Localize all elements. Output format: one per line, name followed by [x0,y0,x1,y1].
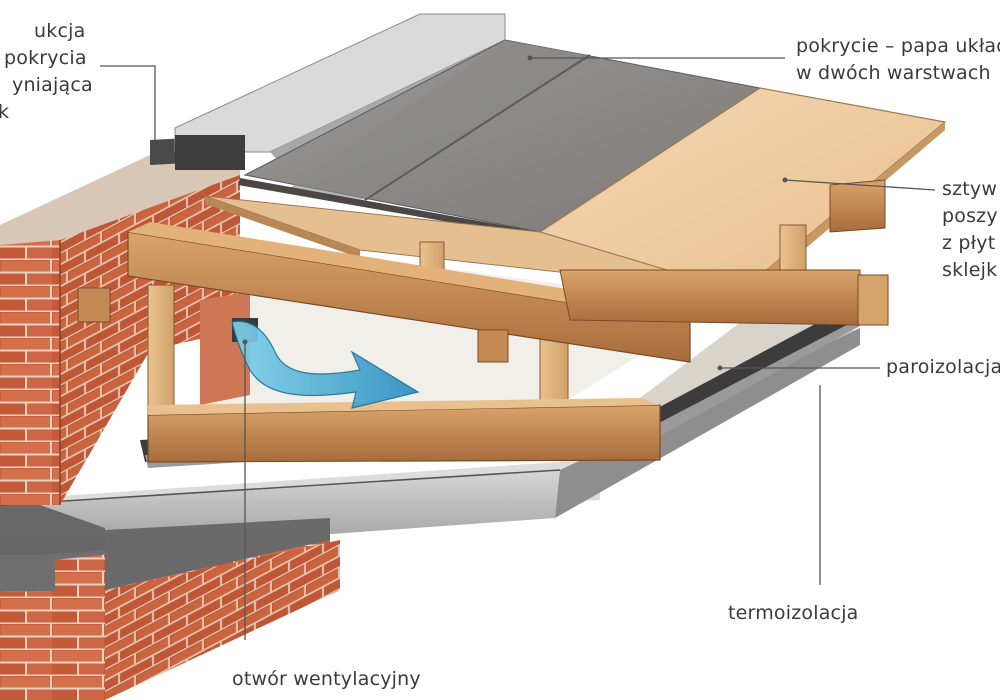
label-left-block-line-1: ukcja [34,20,86,42]
label-sheathing-line-2: poszy [942,205,998,227]
lower-brick-wall [0,518,340,700]
label-sheathing-line-1: sztyw [942,178,998,200]
roofing-felt [238,39,762,238]
label-sheathing-line-3: z płyt [942,232,996,254]
label-left-block-line-3: yniająca [12,74,93,96]
rafter-back [559,269,861,326]
label-left-block: ukcja pokrycia yniająca k [0,18,93,126]
bottom-beam [147,404,661,463]
label-left-block-line-2: pokrycia [4,47,87,69]
airflow-arrow [231,320,420,409]
joist-end-3 [857,274,889,326]
label-covering: pokrycie – papa układ w dwóch warstwach [796,33,1000,87]
label-covering-line-2: w dwóch warstwach [796,62,991,84]
joist-end-1 [77,287,111,323]
ceiling-slab [0,328,860,592]
post-left [147,284,175,416]
label-sheathing-line-4: sklejk [942,259,998,281]
leader-dots [242,55,788,371]
leader-sheathing [784,179,936,191]
label-vapor-barrier: paroizolacja [886,356,1000,378]
label-sheathing: sztyw poszy z płyt sklejk [942,176,1000,284]
leader-left-block [100,65,156,140]
label-left-block-line-4: k [0,101,10,123]
label-covering-line-1: pokrycie – papa układ [796,35,1000,57]
leader-lines [100,57,936,640]
label-vent-opening: otwór wentylacyjny [232,668,421,690]
label-thermal-insulation: termoizolacja [728,602,859,624]
timber-framing [77,179,889,463]
joist-end-2 [477,329,509,363]
